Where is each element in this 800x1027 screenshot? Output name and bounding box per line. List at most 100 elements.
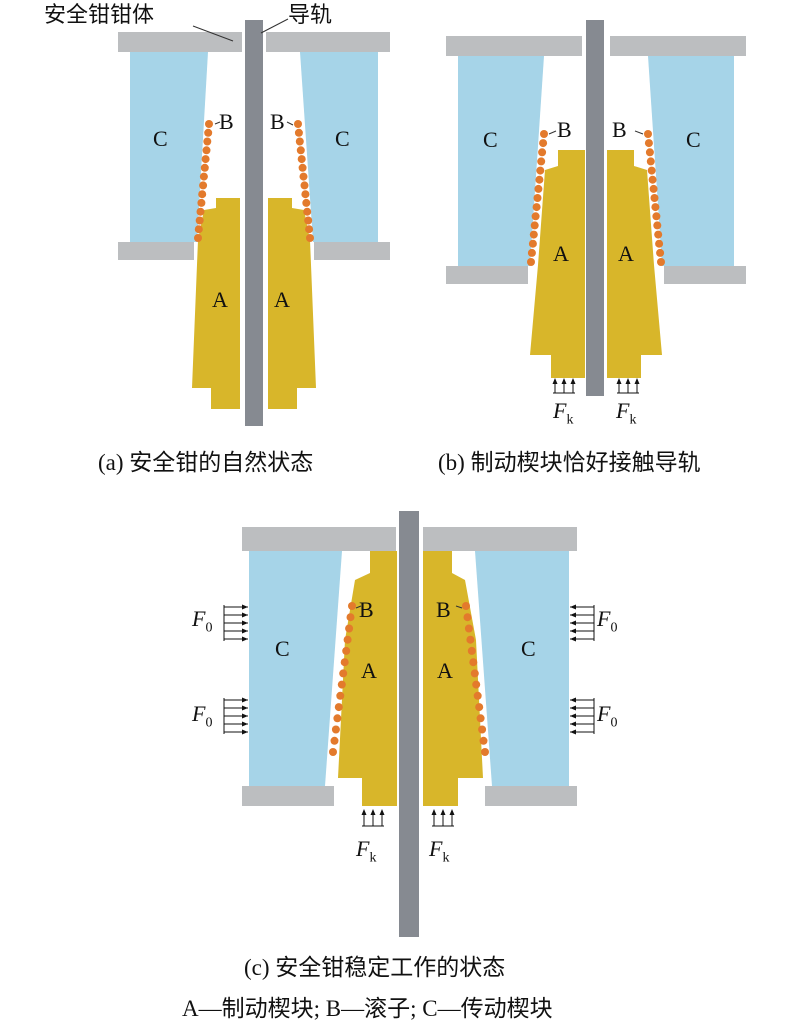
force-arrows-fk-left-c-head [370,809,376,815]
roller-left-a [201,155,210,164]
roller-right-b [647,166,656,175]
force-fk-b-left: Fk [553,398,574,428]
legend: A—制动楔块; B—滚子; C—传动楔块 [182,996,553,1021]
roller-right-b [650,194,659,202]
force-arrows-fk-right-c-head [449,809,455,815]
force-arrows-f0-left-bottom-c-head [242,705,248,711]
callout-rail: 导轨 [288,2,332,27]
roller-right-b [654,230,663,239]
force-fk-b-right: Fk [616,398,637,428]
wedge-a-right-c [423,551,483,806]
roller-left-b [538,148,547,157]
guide-rail-a [245,20,263,426]
roller-right-b [644,130,652,138]
roller-right-b [651,203,660,212]
roller-left-a [199,172,208,181]
roller-right-c [469,658,478,667]
body-bottom-left-c [242,786,334,806]
body-bottom-left-a [118,242,194,260]
wedge-c-left-b [458,56,544,266]
roller-left-a [199,181,208,190]
force-fk-c-right: Fk [429,836,450,866]
roller-right-a [302,198,311,207]
roller-right-c [479,736,488,745]
roller-right-a [296,146,305,155]
label-b-left-c: B [359,597,374,622]
roller-left-b [534,184,543,193]
body-bottom-right-b [664,266,746,284]
body-bottom-right-c [485,786,577,806]
roller-right-b [653,221,662,230]
force-arrows-f0-right-bottom-c-head [570,713,576,719]
roller-right-a [294,120,302,128]
force-arrows-fk-right-b-head [634,378,640,384]
force-arrows-f0-left-bottom-c-head [242,729,248,735]
b-leader-right-b [634,130,644,135]
roller-left-b [527,258,535,266]
callout-body: 安全钳钳体 [44,2,154,27]
label-b-right-a: B [270,109,285,134]
roller-right-a [298,163,307,172]
roller-left-c [331,725,340,734]
roller-right-c [472,680,481,689]
wedge-c-left-c [249,551,342,786]
wedge-c-left-a [130,52,208,242]
roller-right-b [655,239,664,248]
roller-left-a [202,146,211,155]
roller-right-b [657,258,665,266]
roller-left-c [345,624,354,633]
body-top-left-b [446,36,582,56]
roller-left-c [342,646,351,655]
roller-left-a [205,120,213,128]
roller-right-a [299,172,308,181]
roller-right-b [644,139,653,148]
body-callout-line [192,25,234,42]
roller-left-a [195,216,204,225]
roller-left-b [528,239,537,248]
force-f0-c-left-bottom: F0 [192,701,213,731]
roller-left-c [343,635,352,644]
roller-right-c [462,602,470,610]
label-c-left-a: C [153,126,168,151]
force-arrows-fk-left-b-head [552,378,558,384]
force-arrows-f0-left-top-c-head [242,620,248,626]
roller-left-c [339,669,348,678]
label-a-right-c: A [437,658,453,683]
force-arrows-f0-left-bottom-c-head [242,721,248,727]
roller-right-c [475,703,484,712]
roller-left-c [340,658,349,667]
roller-right-b [649,184,658,193]
label-c-left-b: C [483,127,498,152]
roller-right-a [294,128,303,137]
label-c-right-c: C [521,636,536,661]
rail-callout-line [260,18,289,34]
b-leader-right-c [455,605,463,609]
guide-rail-b [586,20,604,396]
b-leader-right-a [286,121,294,126]
label-a-left-a: A [212,287,228,312]
roller-left-b [533,194,542,202]
roller-right-c [476,714,485,723]
force-arrows-fk-right-c-head [440,809,446,815]
body-bottom-left-b [446,266,528,284]
force-arrows-f0-right-bottom-c-head [570,705,576,711]
body-top-right-a [266,32,390,52]
roller-left-b [532,203,541,212]
force-f0-c-left-top: F0 [192,606,213,636]
force-arrows-fk-left-b-head [570,378,576,384]
roller-left-b [529,230,538,239]
label-c-right-b: C [686,127,701,152]
wedge-a-left-b [530,150,585,378]
roller-right-a [304,216,313,225]
force-arrows-f0-left-bottom-c-head [242,713,248,719]
roller-right-b [652,212,661,221]
force-arrows-f0-right-top-c-head [570,612,576,618]
roller-right-c [466,635,475,644]
roller-left-c [329,748,337,756]
roller-left-a [197,198,206,207]
roller-right-c [481,748,489,756]
roller-right-a [303,207,312,216]
wedge-a-right-a [268,198,316,409]
roller-left-b [539,139,548,148]
roller-right-a [306,234,314,242]
